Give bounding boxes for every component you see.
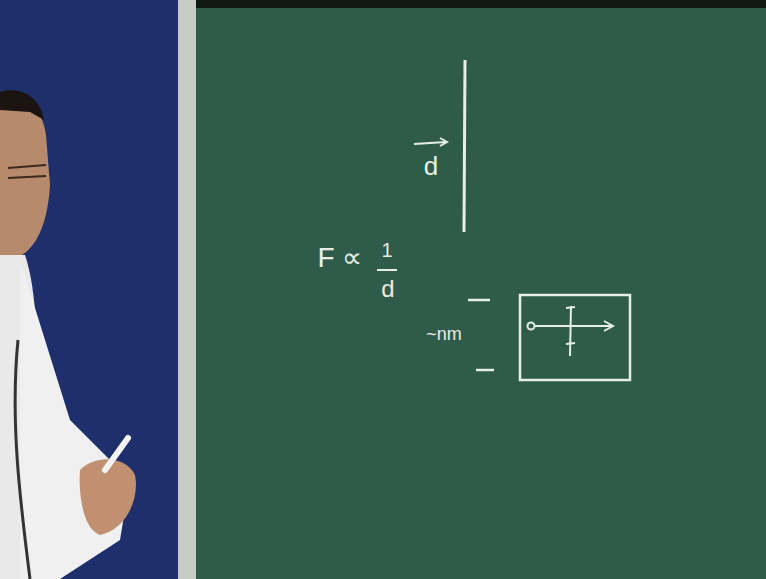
blue-backdrop	[0, 0, 185, 579]
wall-line	[464, 60, 465, 232]
vector-symbol: d	[424, 153, 438, 179]
force-relation: F ∝	[318, 244, 363, 272]
chalkboard	[196, 0, 766, 579]
vector-arrow	[414, 138, 447, 146]
board-frame	[178, 0, 196, 579]
fraction-bar	[377, 269, 397, 271]
board-top-edge	[196, 0, 766, 8]
dimension-mark	[468, 299, 490, 302]
dimension-label: ~nm	[426, 325, 462, 343]
inset-sketch	[520, 295, 630, 380]
fraction-numerator: 1	[381, 240, 392, 260]
fraction-denominator: d	[381, 277, 394, 301]
lecturer	[0, 90, 136, 579]
dimension-mark	[476, 369, 494, 372]
